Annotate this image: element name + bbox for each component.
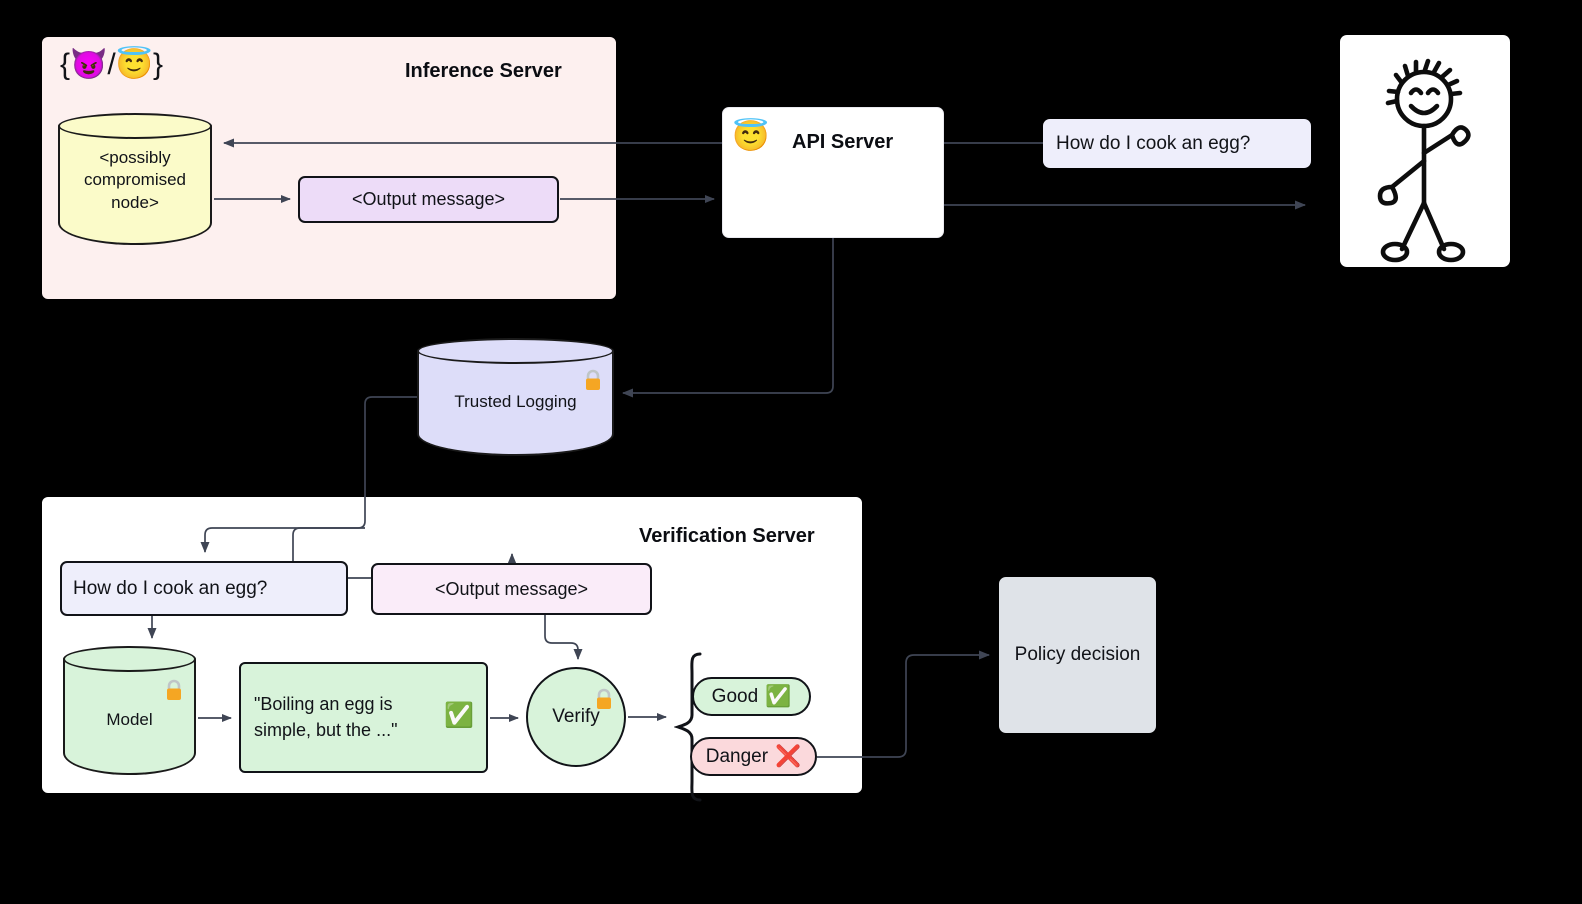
verification-output-message-box: <Output message>	[371, 563, 652, 615]
api-server-title: API Server	[792, 131, 894, 153]
angel-emoji-icon: 😇	[732, 120, 770, 153]
inference-output-message-box: <Output message>	[298, 176, 559, 223]
outcome-brace	[674, 652, 702, 802]
lock-icon	[583, 369, 603, 393]
user-question-label-top: How do I cook an egg?	[1056, 132, 1251, 154]
compromised-node-cylinder: <possibly compromised node>	[58, 113, 212, 245]
outcome-danger-pill: Danger ❌	[690, 737, 817, 776]
check-mark-icon: ✅	[444, 702, 474, 729]
lock-icon	[164, 679, 184, 703]
api-server-box	[722, 107, 944, 238]
verification-question-box: How do I cook an egg?	[60, 561, 348, 616]
outcome-danger-label: Danger	[705, 745, 769, 767]
model-answer-box: "Boiling an egg is simple, but the ..." …	[239, 662, 488, 773]
policy-decision-label: Policy decision	[1014, 643, 1141, 665]
outcome-good-pill: Good ✅	[692, 677, 811, 716]
model-label: Model	[106, 710, 153, 729]
stick-figure-icon	[1377, 58, 1471, 263]
trusted-logging-cylinder: Trusted Logging	[417, 338, 614, 456]
outcome-good-label: Good	[711, 685, 759, 707]
edge-api-to-logging	[622, 238, 834, 398]
cylinder-body	[63, 659, 196, 775]
cylinder-body	[417, 351, 614, 456]
cylinder-top	[63, 646, 196, 672]
lock-icon	[594, 688, 614, 712]
compromised-node-label: <possibly compromised node>	[83, 148, 187, 212]
inference-output-message-label: <Output message>	[351, 189, 506, 209]
user-question-box-top: How do I cook an egg?	[1043, 119, 1311, 168]
model-cylinder: Model	[63, 646, 196, 775]
verification-question-label: How do I cook an egg?	[73, 577, 268, 599]
inference-server-title: Inference Server	[405, 60, 562, 82]
cylinder-top	[58, 113, 212, 139]
verification-output-message-label: <Output message>	[434, 578, 589, 599]
trusted-logging-label: Trusted Logging	[454, 392, 577, 411]
verification-server-title: Verification Server	[639, 525, 815, 547]
check-mark-icon: ✅	[765, 685, 792, 708]
cylinder-body	[58, 126, 212, 245]
model-answer-label: "Boiling an egg is simple, but the ..."	[254, 693, 398, 740]
cylinder-top	[417, 338, 614, 364]
cross-mark-icon: ❌	[775, 745, 802, 768]
verify-node: Verify	[526, 667, 626, 767]
alignment-emoji-pair: {😈/😇}	[60, 48, 164, 81]
verify-label: Verify	[552, 706, 600, 727]
policy-decision-box: Policy decision	[999, 577, 1156, 733]
user-stick-figure	[1340, 35, 1510, 267]
